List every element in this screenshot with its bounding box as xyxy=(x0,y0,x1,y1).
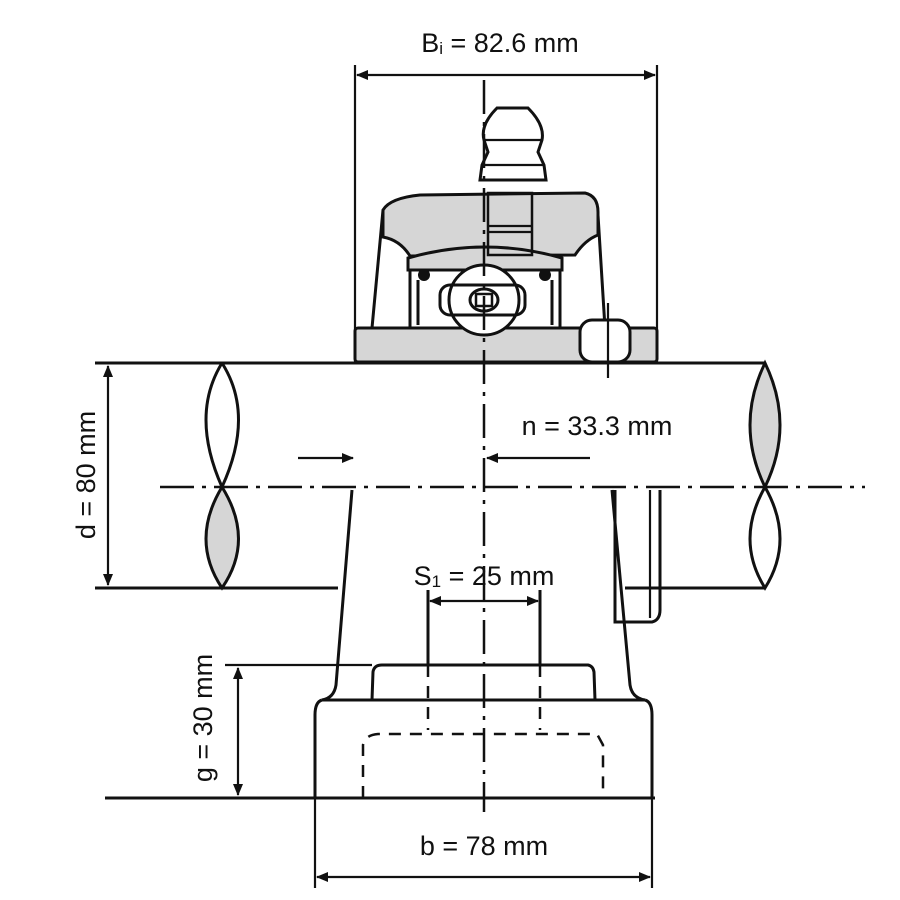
svg-text:Bi = 82.6 mm: Bi = 82.6 mm xyxy=(421,28,579,58)
pedestal xyxy=(313,489,662,798)
g-label: g = 30 mm xyxy=(188,654,218,782)
n-label: n = 33.3 mm xyxy=(522,411,673,441)
dimension-g: g = 30 mm xyxy=(188,654,372,796)
dimension-d: d = 80 mm xyxy=(71,365,113,586)
dimension-b: b = 78 mm xyxy=(313,798,654,888)
d-label: d = 80 mm xyxy=(71,411,101,539)
dimension-n: n = 33.3 mm xyxy=(298,411,673,463)
dimension-s1: S1 = 25 mm xyxy=(414,561,555,665)
dimension-bi: Bi = 82.6 mm xyxy=(353,28,659,362)
b-label: b = 78 mm xyxy=(420,831,548,861)
grease-nipple xyxy=(478,106,548,182)
housing-top xyxy=(353,191,659,378)
shaft xyxy=(95,80,865,812)
svg-text:S1 = 25 mm: S1 = 25 mm xyxy=(414,561,555,591)
